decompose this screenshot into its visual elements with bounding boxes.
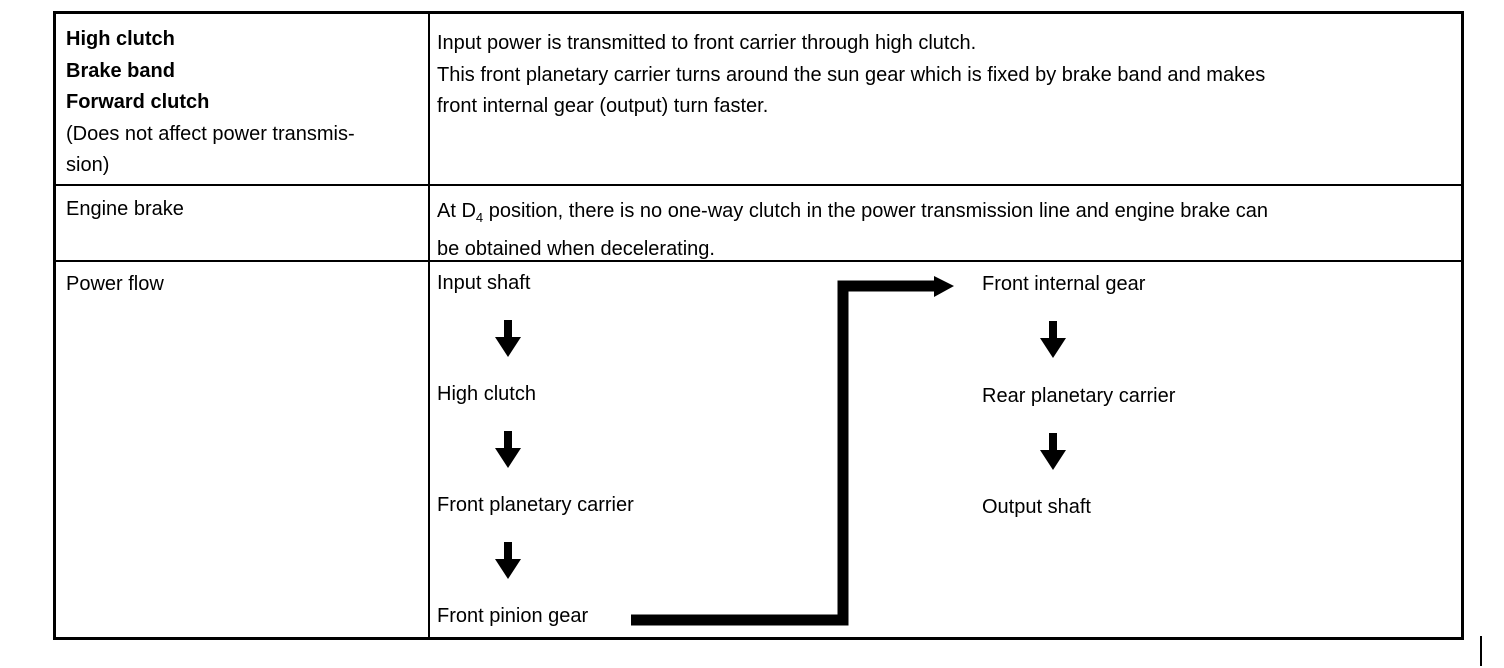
row2-right-cell: At D4 position, there is no one-way clut…: [437, 196, 1447, 265]
component-forward-clutch: Forward clutch: [66, 91, 210, 113]
down-arrow-icon: [1040, 433, 1066, 470]
row-divider-2: [56, 260, 1461, 262]
component-high-clutch: High clutch: [66, 28, 175, 50]
down-arrow-icon: [495, 431, 521, 468]
flow-high-clutch: High clutch: [437, 383, 536, 405]
flow-front-planetary-carrier: Front planetary carrier: [437, 494, 634, 516]
down-arrow-icon: [1040, 321, 1066, 358]
row3-left-cell: Power flow: [66, 269, 416, 301]
component-brake-band: Brake band: [66, 59, 175, 82]
engine-brake-line-2: be obtained when decelerating.: [437, 237, 715, 260]
page-edge-mark: [1480, 636, 1482, 666]
note-line-2: sion): [66, 154, 110, 176]
connector-arrow-icon: [631, 276, 954, 626]
flow-front-internal-gear: Front internal gear: [982, 273, 1146, 295]
engine-brake-rest: position, there is no one-way clutch in …: [483, 200, 1269, 222]
flow-front-pinion-gear: Front pinion gear: [437, 605, 589, 627]
row1-right-cell: Input power is transmitted to front carr…: [437, 28, 1447, 123]
down-arrow-icon: [495, 320, 521, 357]
down-arrow-icon: [495, 542, 521, 579]
flow-output-shaft: Output shaft: [982, 496, 1091, 518]
flow-arrows: [495, 276, 1066, 626]
row-divider-1: [56, 184, 1461, 186]
engine-brake-line-1: At D4 position, there is no one-way clut…: [437, 196, 1447, 234]
flow-input-shaft: Input shaft: [437, 272, 531, 294]
row1-left-cell: High clutch Brake band Forward clutch (D…: [66, 24, 416, 182]
engine-brake-label: Engine brake: [66, 198, 184, 220]
note-line-1: (Does not affect power transmis-: [66, 122, 355, 145]
column-divider: [428, 14, 430, 637]
d-prefix: At D: [437, 200, 476, 222]
description-line-2: This front planetary carrier turns aroun…: [437, 63, 1266, 86]
description-line-1: Input power is transmitted to front carr…: [437, 32, 977, 54]
d-subscript: 4: [475, 210, 484, 225]
description-line-3: front internal gear (output) turn faster…: [437, 95, 769, 117]
row2-left-cell: Engine brake: [66, 194, 416, 226]
info-table: High clutch Brake band Forward clutch (D…: [53, 11, 1464, 640]
power-flow-label: Power flow: [66, 273, 164, 295]
flow-rear-planetary-carrier: Rear planetary carrier: [982, 385, 1176, 407]
